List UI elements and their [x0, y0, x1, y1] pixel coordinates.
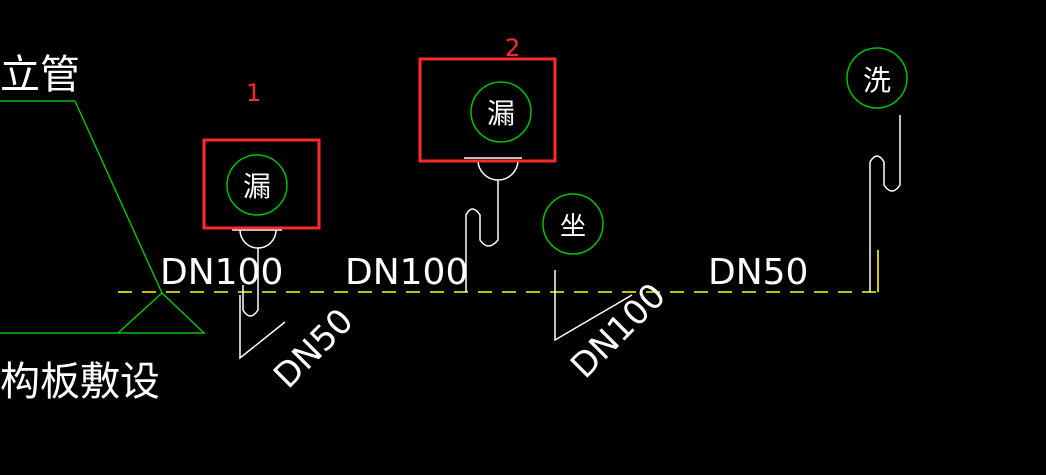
- washbasin-circle: [846, 47, 908, 109]
- toilet-label: 坐: [560, 212, 586, 242]
- floor-drain-1-circle: [226, 154, 288, 216]
- green-outline-shape: [0, 100, 206, 334]
- outline-diagonal-line: [74, 100, 163, 294]
- pipe-size-dn50-diagonal: DN50: [266, 301, 361, 396]
- drain-1-s-trap: [242, 248, 259, 317]
- floor-drain-2-label: 漏: [487, 97, 515, 130]
- marker-1: 1: [246, 79, 261, 107]
- floor-drain-1-label: 漏: [243, 170, 271, 203]
- highlight-box-2: [418, 57, 557, 163]
- washbasin-s-trap: [869, 115, 901, 292]
- top-left-label: 立管: [0, 52, 80, 98]
- drain-1-trap-arc: [239, 229, 277, 249]
- washbasin-label: 洗: [863, 64, 891, 97]
- bottom-left-label: 构板敷设: [0, 359, 160, 405]
- pipe-size-dn100-a: DN100: [160, 252, 283, 293]
- highlight-box-1: [202, 138, 321, 230]
- toilet-circle: [542, 193, 604, 255]
- pipe-size-dn50: DN50: [708, 252, 808, 293]
- pipe-size-dn100-b: DN100: [345, 252, 468, 293]
- drain-2-s-trap: [465, 180, 499, 292]
- floor-drain-2-circle: [470, 81, 532, 143]
- marker-2: 2: [505, 34, 520, 62]
- toilet-branch: [554, 270, 633, 342]
- outline-triangle: [116, 291, 206, 334]
- drain-1-branch: [239, 295, 286, 360]
- drain-2-trap-arc: [477, 159, 519, 181]
